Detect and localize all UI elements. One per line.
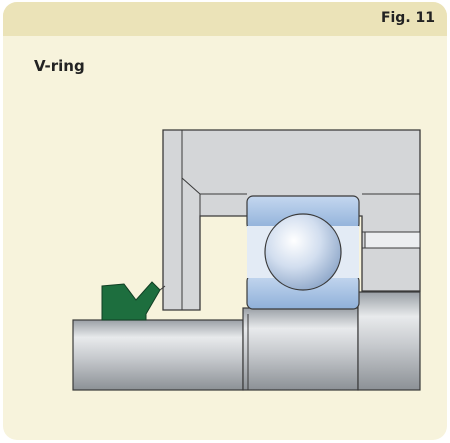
figure-header: Fig. 11 <box>3 2 447 36</box>
shaft <box>72 291 421 391</box>
housing <box>162 129 421 311</box>
figure-number: Fig. 11 <box>380 10 435 26</box>
v-ring-seal-icon <box>101 281 166 321</box>
ball-bearing-icon <box>246 195 360 310</box>
figure-title: V-ring <box>34 57 85 75</box>
